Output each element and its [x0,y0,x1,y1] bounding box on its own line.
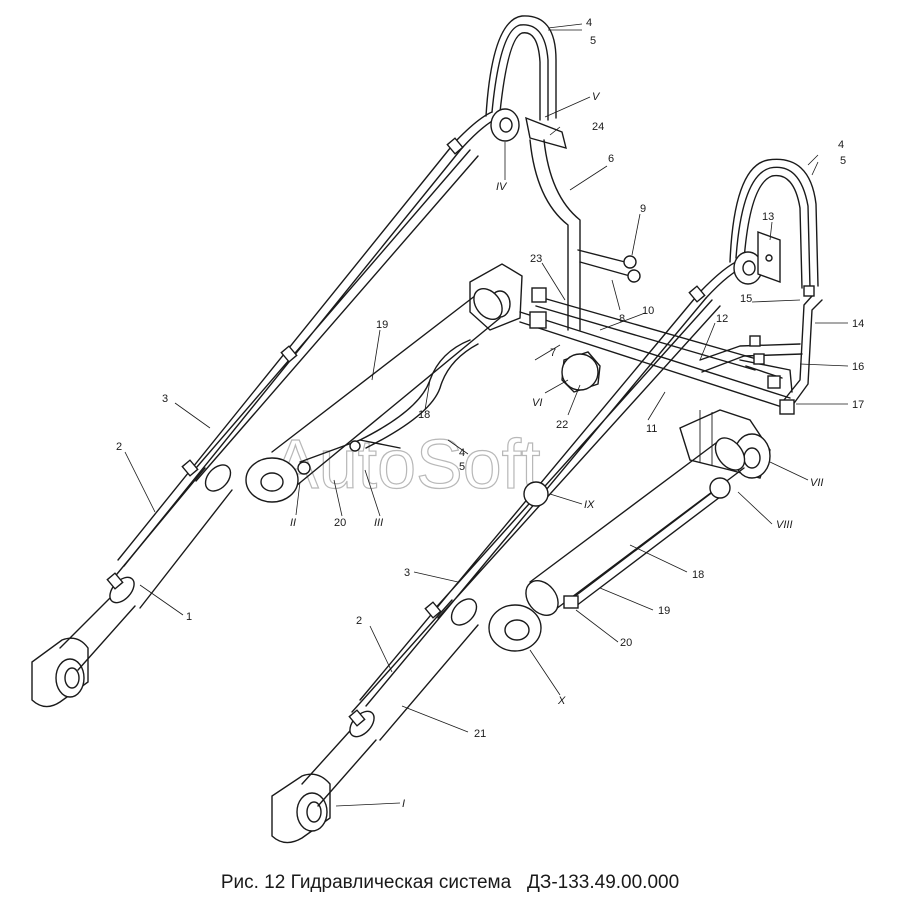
central-pipe-6 [529,139,641,331]
caption-code: ДЗ-133.49.00.000 [526,872,680,893]
label-roman-VII: VII [810,477,823,489]
label-2-right: 2 [356,615,362,627]
left-hydraulic-lines [106,111,499,590]
label-6: 6 [608,153,614,165]
right-top-hoses [729,158,819,289]
label-2-left: 2 [116,441,122,453]
label-18-left: 18 [418,409,430,421]
label-24: 24 [592,121,604,133]
watermark: AutoSoft [272,425,541,503]
caption-title: Гидравлическая система [290,872,512,893]
label-4-mid: 4 [459,447,465,459]
label-7: 7 [550,347,556,359]
figure-caption: Рис. 12 Гидравлическая система ДЗ-133.49… [0,872,900,894]
label-17: 17 [852,399,864,411]
label-21: 21 [474,728,486,740]
label-5-right: 5 [840,155,846,167]
label-3-left: 3 [162,393,168,405]
label-20-left: 20 [334,517,346,529]
right-lift-cylinder [271,598,479,844]
right-hydraulic-lines [348,259,747,727]
label-roman-V: V [592,91,601,103]
leader-lines [124,23,849,807]
label-roman-IV: IV [496,181,508,193]
label-1: 1 [186,611,192,623]
label-22: 22 [556,419,568,431]
label-19-left: 19 [376,319,388,331]
label-roman-VIII: VIII [776,519,793,531]
label-20-right: 20 [620,637,632,649]
label-3-right: 3 [404,567,410,579]
label-8: 8 [619,313,625,325]
cross-pipes [519,287,791,409]
label-10: 10 [642,305,654,317]
label-roman-III: III [374,517,383,529]
label-16: 16 [852,361,864,373]
hydraulic-system-drawing: AutoSoft [31,15,864,844]
label-13: 13 [762,211,774,223]
label-5-top: 5 [590,35,596,47]
label-15: 15 [740,293,752,305]
label-4-top: 4 [586,17,592,29]
label-roman-X: X [557,695,566,707]
label-14: 14 [852,318,864,330]
label-18-right: 18 [692,569,704,581]
label-9: 9 [640,203,646,215]
label-19-right: 19 [658,605,670,617]
label-roman-IX: IX [584,499,595,511]
label-roman-I: I [402,798,405,810]
left-support-cylinder [245,263,523,503]
label-4-right: 4 [838,139,844,151]
label-12: 12 [716,313,728,325]
label-roman-II: II [290,517,296,529]
right-support-cylinder [488,409,771,652]
label-23: 23 [530,253,542,265]
part-labels: 1 2 2 3 3 4 5 4 5 4 5 6 7 8 9 10 11 12 1… [116,17,864,810]
left-top-hoses [485,15,567,149]
left-lift-cylinder [31,464,233,708]
label-5-mid: 5 [459,461,465,473]
caption-prefix: Рис. 12 [220,872,286,893]
label-roman-VI: VI [532,397,542,409]
label-11: 11 [646,423,657,435]
right-pipes-14-17 [699,285,823,415]
